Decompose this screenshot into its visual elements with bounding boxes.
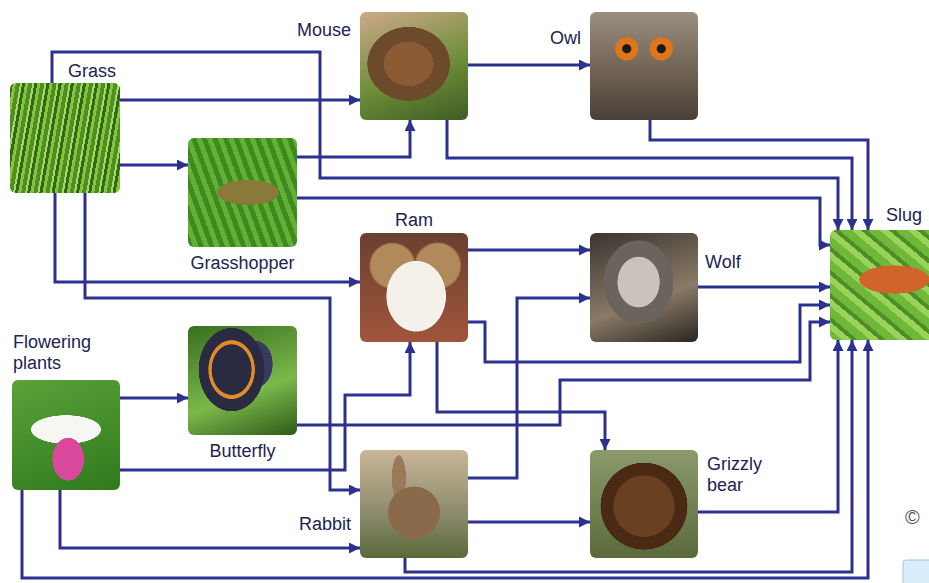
corner-badge — [903, 560, 929, 583]
feeding-arrow — [60, 490, 360, 548]
feeding-arrow — [297, 120, 410, 157]
organism-name: Ram — [394, 210, 434, 231]
feeding-arrow — [468, 64, 590, 67]
feeding-arrow — [437, 342, 605, 450]
feeding-arrow — [22, 340, 868, 578]
organism-photo: Slug — [830, 230, 929, 340]
feeding-arrow — [468, 249, 590, 252]
feeding-arrow — [698, 340, 838, 512]
feeding-arrow — [120, 397, 188, 400]
feeding-arrow — [468, 298, 590, 478]
organism-name: Wolf — [704, 252, 742, 273]
feeding-arrow — [120, 164, 188, 167]
organism-name: Mouse — [296, 20, 352, 41]
organism-name: Grizzly bear — [706, 454, 783, 496]
organism-photo: Flowering plants — [12, 380, 120, 490]
feeding-arrow — [120, 99, 360, 102]
feeding-arrow — [405, 340, 852, 572]
feeding-arrow — [698, 286, 830, 289]
feeding-arrow — [468, 521, 590, 524]
organism-photo: Butterfly — [188, 326, 297, 435]
organism-name: Slug — [885, 205, 923, 226]
copyright-mark: © — [905, 506, 920, 528]
organism-photo: Ram — [360, 233, 468, 342]
organism-name: Butterfly — [208, 441, 276, 462]
organism-photo: Mouse — [360, 12, 468, 120]
feeding-arrow — [650, 120, 868, 230]
organism-photo: Grasshopper — [188, 138, 297, 247]
organism-photo: Grass — [10, 83, 120, 193]
organism-name: Grasshopper — [189, 253, 295, 274]
organism-photo: Wolf — [590, 233, 698, 342]
organism-name: Rabbit — [298, 514, 352, 535]
organism-photo: Owl — [590, 12, 698, 120]
organism-photo: Rabbit — [360, 450, 468, 558]
organism-name: Flowering plants — [12, 332, 114, 374]
organism-photo: Grizzly bear — [590, 450, 698, 558]
organism-name: Grass — [67, 61, 117, 82]
organism-name: Owl — [549, 28, 582, 49]
